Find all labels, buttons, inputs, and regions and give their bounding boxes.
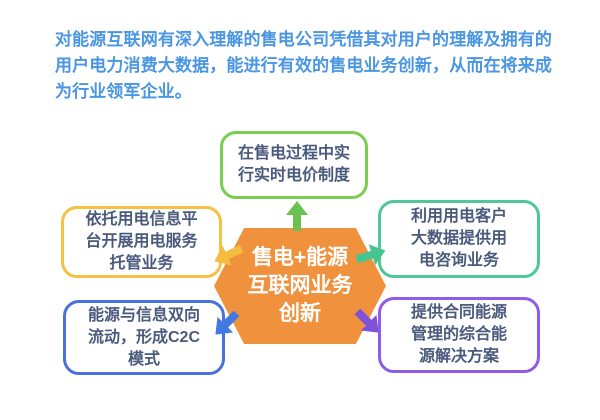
node-realtime-pricing: 在售电过程中实 行实时电价制度 bbox=[220, 131, 368, 199]
node-hosting-service-label: 依托用电信息平 台开展用电服务 托管业务 bbox=[85, 211, 198, 272]
arrow-down-right-icon bbox=[354, 308, 379, 333]
node-consulting-service-label: 利用用电客户 大数据提供用 电咨询业务 bbox=[410, 208, 507, 269]
intro-paragraph: 对能源互联网有深入理解的售电公司凭借其对用户的理解及拥有的用户电力消费大数据，能… bbox=[55, 30, 552, 101]
node-hosting-service: 依托用电信息平 台开展用电服务 托管业务 bbox=[61, 206, 222, 278]
arrow-down-left-icon bbox=[215, 310, 240, 335]
node-c2c-model: 能源与信息双向 流动，形成C2C 模式 bbox=[63, 300, 225, 375]
arrow-up-icon bbox=[286, 201, 308, 231]
node-energy-solution-label: 提供合同能源 管理的综合能 源解决方案 bbox=[410, 304, 507, 365]
arrow-right-icon bbox=[355, 244, 386, 266]
center-hexagon-label: 售电+能源 互联网业务 创新 bbox=[247, 246, 353, 325]
node-realtime-pricing-label: 在售电过程中实 行实时电价制度 bbox=[237, 145, 350, 184]
node-c2c-model-label: 能源与信息双向 流动，形成C2C 模式 bbox=[87, 306, 200, 368]
node-consulting-service: 利用用电客户 大数据提供用 电咨询业务 bbox=[378, 200, 540, 278]
arrow-left-icon bbox=[214, 245, 244, 266]
node-energy-solution: 提供合同能源 管理的综合能 源解决方案 bbox=[378, 297, 540, 373]
center-hexagon: 售电+能源 互联网业务 创新 bbox=[214, 228, 386, 344]
